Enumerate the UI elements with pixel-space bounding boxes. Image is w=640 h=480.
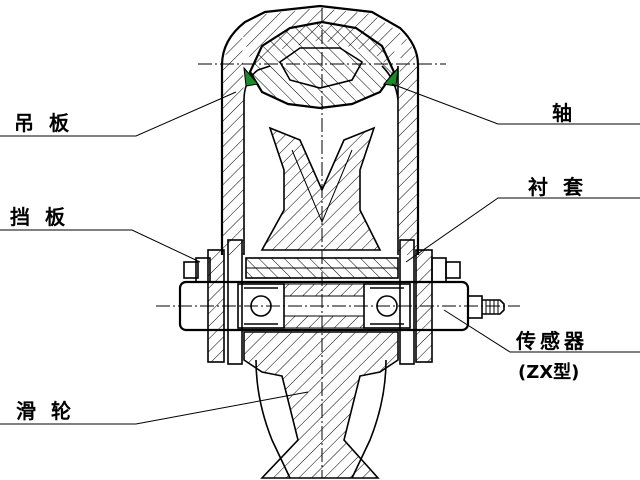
label-bushing: 衬 套 (528, 175, 587, 199)
leader-lines (0, 83, 640, 425)
label-sensor-model: (ZX型) (518, 361, 579, 383)
center-lines (156, 8, 520, 478)
weld-right (383, 66, 399, 87)
label-baffle-plate: 挡 板 (10, 205, 69, 229)
weld-left (243, 66, 259, 87)
pulley-upper (260, 126, 382, 251)
label-hanger-plate: 吊 板 (14, 111, 73, 135)
pulley-lower (243, 331, 399, 479)
label-shaft: 轴 (552, 101, 576, 125)
hanger-plate (220, 4, 420, 255)
label-sensor: 传感器 (515, 329, 588, 353)
label-pulley: 滑 轮 (16, 399, 75, 423)
